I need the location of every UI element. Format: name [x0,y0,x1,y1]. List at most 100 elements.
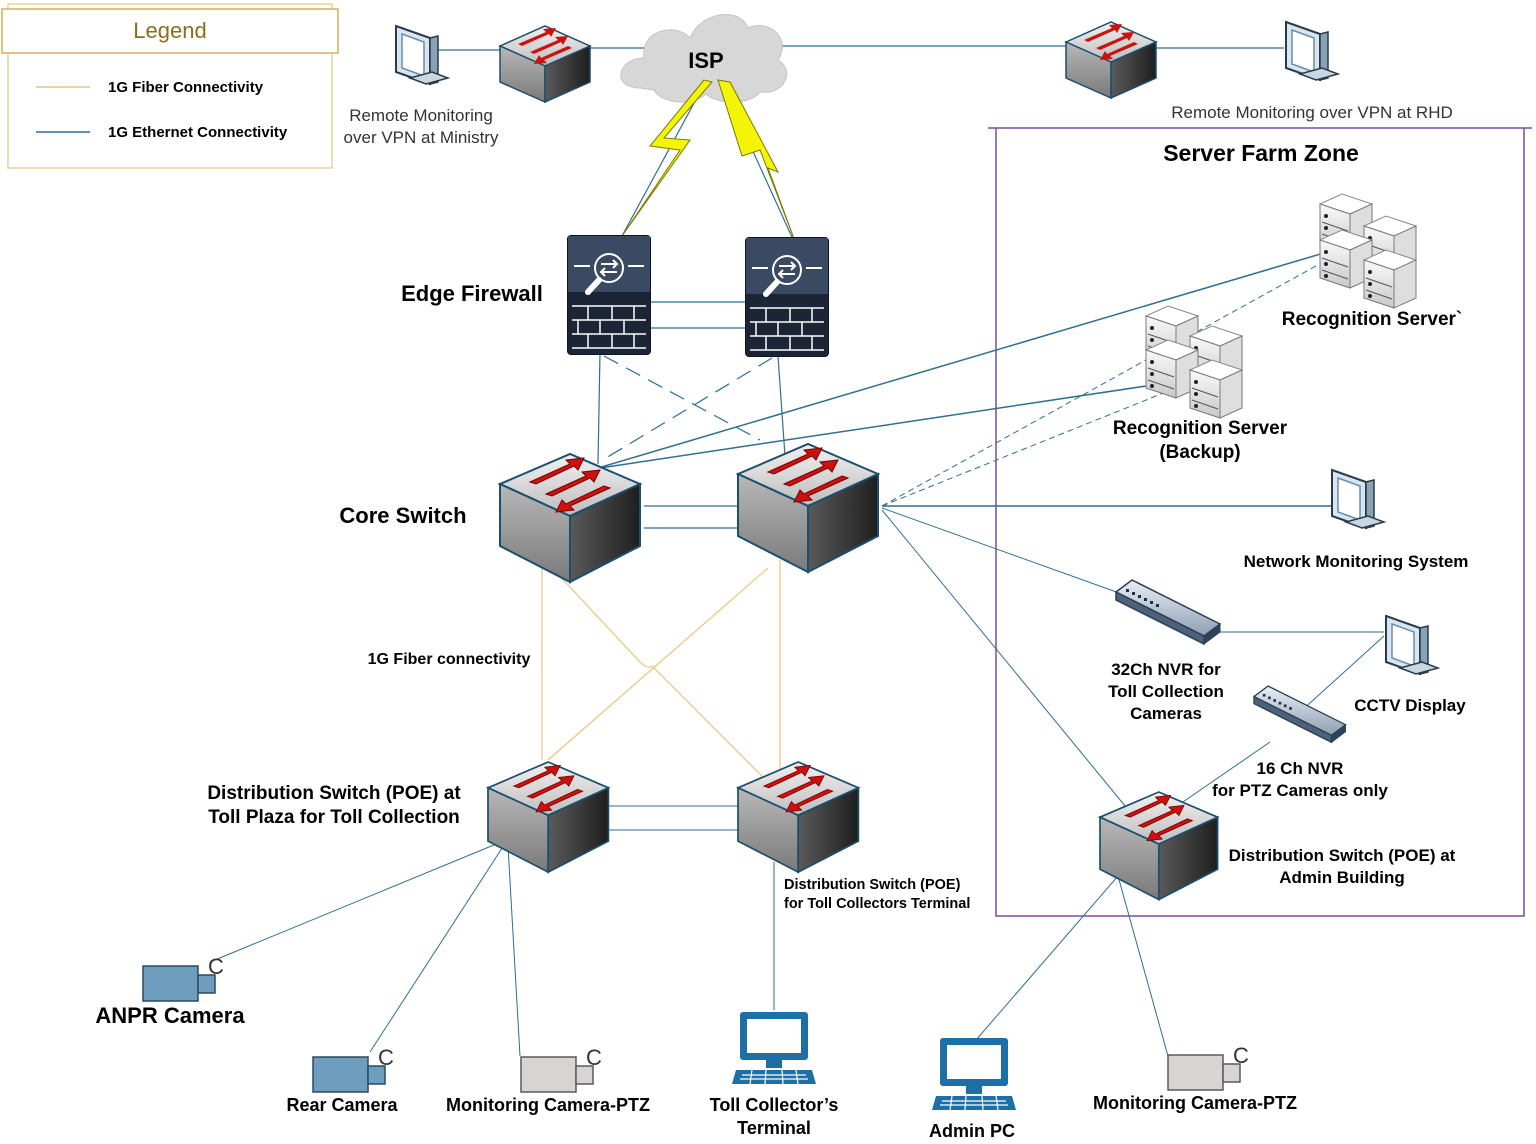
firewall-2-icon [746,238,828,356]
link-core1-recognition [597,249,1335,469]
nvr32-label-3: Cameras [1130,704,1202,723]
rear-camera-label: Rear Camera [286,1095,398,1115]
camera-c-mark: C [1233,1043,1249,1068]
nvr32-label-2: Toll Collection [1108,682,1224,701]
dist-switch-3-icon [1099,791,1219,901]
dist-toll-label-1: Distribution Switch (POE) at [207,783,461,804]
nvr-icon [1115,579,1221,645]
camera-icon [312,1056,369,1093]
link-fw1-core2-dashed [603,355,761,441]
cctv-display: CCTV Display [1354,615,1466,715]
nms-monitor-icon [1331,469,1385,529]
cctv-display-label: CCTV Display [1354,696,1466,715]
edge-firewall: Edge Firewall [401,236,828,356]
recognition-server-label: Recognition Server` [1282,309,1463,330]
isp-label: ISP [688,48,723,73]
link-core2-admin-switch [881,509,1131,813]
dist-toll-label-2: Toll Plaza for Toll Collection [208,807,460,828]
rhd-router-icon [1065,21,1157,99]
fiber-core2-dist1 [547,567,769,761]
zone-title: Server Farm Zone [1163,140,1359,166]
rhd-monitor-icon [1285,21,1339,81]
nvr-16ch: 16 Ch NVR for PTZ Cameras only [1212,685,1388,800]
cctv-monitor-icon [1385,615,1439,675]
link-core1-recognition-backup [599,379,1187,469]
link-core2-recognition-backup-dashed [881,383,1187,507]
dist-switch-toll-plaza: Distribution Switch (POE) at Toll Plaza … [207,761,610,873]
link-core2-nvr32 [881,507,1123,595]
camera-icon [1167,1054,1224,1091]
nvr16-label-2: for PTZ Cameras only [1212,781,1388,800]
wan-lightning-icon-2 [717,79,797,245]
nvr32-label-1: 32Ch NVR for [1111,660,1221,679]
rhd-label: Remote Monitoring over VPN at RHD [1171,103,1453,122]
dist-admin-label-1: Distribution Switch (POE) at [1229,846,1456,865]
link-nvr16-admin-switch [1179,741,1271,805]
pc-icon [731,1011,817,1085]
network-monitoring-system: Network Monitoring System [1244,469,1468,571]
link-dist1-ptz [507,845,521,1057]
legend: Legend 1G Fiber Connectivity 1G Ethernet… [1,3,339,169]
dist-switch-1-icon [487,761,610,873]
dist-switch-admin: Distribution Switch (POE) at Admin Build… [1099,791,1456,901]
anpr-label: ANPR Camera [95,1003,245,1028]
dist-switch-2-icon [737,761,860,873]
recognition-backup-label-1: Recognition Server [1113,418,1288,439]
link-fw1-core1 [597,351,601,465]
link-admin-switch-pc [975,875,1119,1041]
camera-icon [142,965,199,1002]
recognition-server: Recognition Server` [1282,193,1463,330]
legend-title: Legend [133,18,206,43]
cloud-icon [620,14,788,103]
connections [209,45,1385,1057]
server-farm-zone: Server Farm Zone [988,127,1532,917]
ptz2-label: Monitoring Camera-PTZ [1093,1093,1297,1113]
dist-admin-label-2: Admin Building [1279,868,1405,887]
dist-switch-collectors: Distribution Switch (POE) for Toll Colle… [737,761,970,912]
ptz1-label: Monitoring Camera-PTZ [446,1095,650,1115]
monitoring-ptz-2: C Monitoring Camera-PTZ [1093,1043,1297,1113]
link-fw2-core2 [777,355,786,457]
core-switch: Core Switch [339,443,879,583]
fiber-core1-dist2 [553,569,771,785]
camera-c-mark: C [208,954,224,979]
ministry-monitor-icon [395,25,449,85]
recognition-server-backup: Recognition Server (Backup) [1113,305,1288,463]
ministry-label-1: Remote Monitoring [349,106,493,125]
firewall-1-icon [568,236,650,354]
admin-pc-label: Admin PC [929,1121,1015,1141]
core-switch-2-icon [737,443,879,573]
legend-ethernet-label: 1G Ethernet Connectivity [108,124,288,141]
link-fw2-core1-dashed [605,357,773,459]
core-switch-1-icon [499,453,641,583]
link-dist1-rear [369,841,507,1053]
link-admin-switch-ptz [1117,875,1169,1057]
admin-pc: Admin PC [929,1037,1017,1141]
remote-ministry: Remote Monitoring over VPN at Ministry [344,25,591,147]
toll-terminal-label-2: Terminal [737,1118,811,1138]
fiber-connectivity-label: 1G Fiber connectivity [368,651,531,668]
link-cctv-nvr16 [1299,635,1385,713]
recognition-backup-label-2: (Backup) [1159,442,1240,463]
monitoring-ptz-1: C Monitoring Camera-PTZ [446,1045,650,1115]
camera-icon [520,1056,577,1093]
legend-title-box [1,8,339,54]
core-switch-label: Core Switch [339,503,466,528]
remote-rhd: Remote Monitoring over VPN at RHD [1065,21,1453,122]
nvr-32ch: 32Ch NVR for Toll Collection Cameras [1108,579,1224,723]
toll-terminal-label-1: Toll Collector’s [710,1095,839,1115]
nvr-icon [1253,685,1347,743]
dist-collectors-label-1: Distribution Switch (POE) [784,877,961,893]
legend-fiber-label: 1G Fiber Connectivity [108,79,264,96]
nvr16-label-1: 16 Ch NVR [1257,759,1344,778]
camera-c-mark: C [378,1045,394,1070]
dist-collectors-label-2: for Toll Collectors Terminal [784,896,970,912]
pc-icon [931,1037,1017,1111]
wan-lightning-icon [621,79,713,237]
isp-cloud: ISP [620,14,788,103]
anpr-camera: C ANPR Camera [95,954,245,1028]
edge-firewall-label: Edge Firewall [401,281,543,306]
link-core2-recognition-dashed [881,255,1335,507]
ministry-router-icon [499,25,591,103]
